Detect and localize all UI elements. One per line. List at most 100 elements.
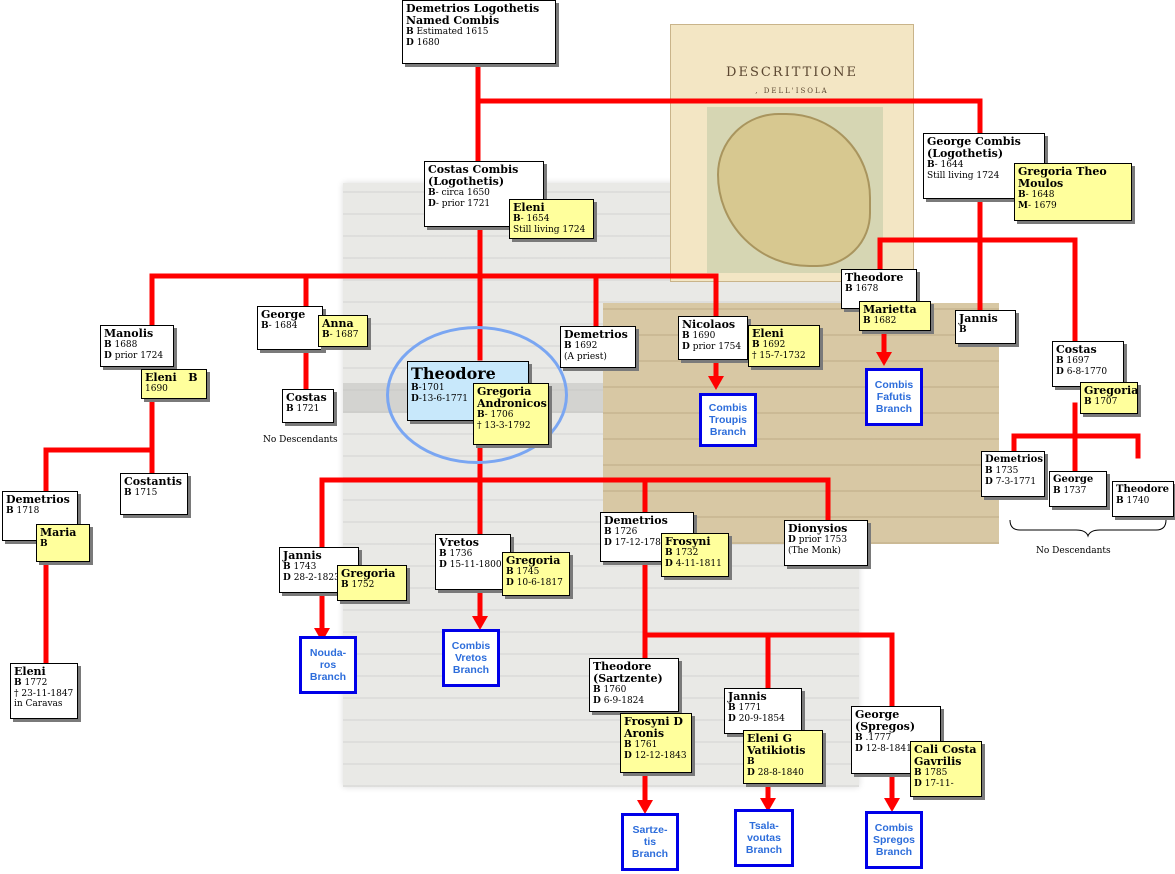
person-costas-1721[interactable]: Costas B 1721	[282, 389, 334, 423]
person-name: George	[855, 708, 900, 721]
person-name: Gregoria	[506, 554, 561, 567]
person-eleni-1654[interactable]: Eleni B- 1654 Still living 1724	[509, 199, 594, 239]
person-gregoria-1707[interactable]: Gregoria B 1707	[1080, 382, 1138, 414]
person-name: Frosyni D	[624, 715, 683, 728]
branch-combis-spregos[interactable]: Combis Spregos Branch	[865, 811, 923, 869]
person-name: Theodore	[845, 271, 904, 284]
person-manolis[interactable]: Manolis B 1688 D prior 1724	[100, 325, 174, 367]
person-costantis[interactable]: Costantis B 1715	[120, 473, 188, 515]
person-name-2: Aronis	[624, 727, 665, 740]
person-name: Demetrios	[6, 493, 70, 506]
person-name: Gregoria	[1084, 384, 1139, 397]
arrow-fafutis	[876, 352, 892, 366]
person-gregoria-1752[interactable]: Gregoria B 1752	[337, 565, 407, 601]
person-gregoria-andronicos[interactable]: Gregoria Andronicos B- 1706 † 13-3-1792	[473, 383, 549, 445]
person-name: Marietta	[863, 303, 917, 316]
person-name-2: Gavrilis	[914, 755, 962, 768]
person-george-1737[interactable]: George B 1737	[1049, 471, 1107, 507]
person-eleni-vatikiotis[interactable]: Eleni G Vatikiotis B D 28-8-1840	[743, 730, 823, 784]
person-frosyni-1732[interactable]: Frosyni B 1732 D 4-11-1811	[661, 533, 729, 577]
person-eleni-1772[interactable]: Eleni B 1772 † 23-11-1847 in Caravas	[10, 663, 78, 719]
person-gregoria-theo-moulos[interactable]: Gregoria Theo Moulos B- 1648 M- 1679	[1014, 163, 1132, 221]
person-jannis[interactable]: Jannis B	[955, 310, 1016, 344]
person-eleni-1690[interactable]: Eleni B 1690	[141, 369, 207, 399]
person-name: Eleni	[513, 201, 545, 214]
no-descendants-note-2: No Descendants	[1036, 546, 1111, 556]
person-nicolaos[interactable]: Nicolaos B 1690 D prior 1754	[678, 316, 748, 360]
person-name: George	[1053, 474, 1094, 485]
branch-combis-troupis[interactable]: Combis Troupis Branch	[699, 393, 757, 447]
person-demetrios-logothetis[interactable]: Demetrios Logothetis Named Combis B Esti…	[402, 0, 556, 64]
person-name: Gregoria	[477, 385, 532, 398]
arrow-vretos	[472, 616, 488, 630]
person-name: Demetrios	[985, 454, 1043, 465]
arrow-tsalavoutas	[760, 798, 776, 812]
person-name: Theodore	[593, 660, 652, 673]
person-name: Costas Combis	[428, 163, 519, 176]
person-name: Gregoria	[341, 567, 396, 580]
no-descendants-note: No Descendants	[263, 435, 338, 445]
person-name: Jannis	[959, 312, 998, 325]
arrow-spregos	[884, 798, 900, 812]
person-gregoria-1745[interactable]: Gregoria B 1745 D 10-6-1817	[502, 552, 570, 596]
person-name: Eleni	[752, 327, 784, 340]
person-name-2: (Logothetis)	[927, 147, 1004, 160]
map-subtitle: , DELL'ISOLA	[755, 87, 829, 95]
person-george-1684[interactable]: George B- 1684	[257, 306, 323, 350]
person-name: Demetrios	[564, 328, 628, 341]
person-vretos[interactable]: Vretos B 1736 D 15-11-1800	[435, 534, 511, 590]
person-name: Theodore	[1116, 484, 1170, 495]
branch-sartzetis[interactable]: Sartze- tis Branch	[621, 813, 679, 871]
person-maria[interactable]: Maria B	[36, 524, 90, 562]
branch-label: Sartze- tis Branch	[631, 824, 669, 860]
person-name-2: Vatikiotis	[747, 744, 806, 757]
branch-tsalavoutas[interactable]: Tsala- voutas Branch	[734, 809, 794, 867]
branch-label: Nouda- ros Branch	[309, 647, 347, 683]
branch-label: Combis Vretos Branch	[451, 640, 491, 676]
person-name: George Combis	[927, 135, 1021, 148]
arrow-troupis	[708, 376, 724, 390]
person-jannis-1771[interactable]: Jannis B 1771 D 20-9-1854	[724, 688, 802, 734]
branch-noudaros[interactable]: Nouda- ros Branch	[299, 636, 357, 694]
person-name: Costas	[286, 391, 327, 404]
branch-label: Combis Troupis Branch	[708, 402, 748, 438]
person-name: Dionysios	[788, 522, 848, 535]
person-demetrios-priest[interactable]: Demetrios B 1692 (A priest)	[560, 326, 636, 368]
person-costas-1697[interactable]: Costas B 1697 D 6-8-1770	[1052, 341, 1124, 387]
person-demetrios-1735[interactable]: Demetrios B 1735 D 7-3-1771	[981, 451, 1045, 497]
person-name: Demetrios Logothetis	[406, 2, 540, 15]
branch-label: Combis Fafutis Branch	[874, 379, 914, 415]
person-name: Nicolaos	[682, 318, 736, 331]
person-name: Frosyni	[665, 535, 711, 548]
person-name-2: (Logothetis)	[428, 175, 505, 188]
person-name: Demetrios	[604, 514, 668, 527]
map-title: DESCRITTIONE	[726, 65, 858, 80]
person-name-2: Named Combis	[406, 14, 500, 27]
person-eleni-1692[interactable]: Eleni B 1692 † 15-7-1732	[748, 325, 820, 367]
highlight-ring	[386, 326, 568, 464]
person-theodore-sartzente[interactable]: Theodore (Sartzente) B 1760 D 6-9-1824	[589, 658, 679, 712]
person-marietta[interactable]: Marietta B 1682	[859, 301, 931, 331]
brace-no-descendants	[1009, 519, 1167, 538]
person-name: Theodore	[411, 364, 496, 383]
person-name-2: Andronicos	[477, 397, 547, 410]
person-anna[interactable]: Anna B- 1687	[318, 315, 368, 347]
person-name: Manolis	[104, 327, 154, 340]
person-cali-costa-gavrilis[interactable]: Cali Costa Gavrilis B 1785 D 17-11-	[910, 741, 982, 797]
person-name: Costas	[1056, 343, 1097, 356]
person-dionysios[interactable]: Dionysios D prior 1753 (The Monk)	[784, 520, 868, 566]
person-frosyni-aronis[interactable]: Frosyni D Aronis B 1761 D 12-12-1843	[620, 713, 692, 773]
branch-combis-vretos[interactable]: Combis Vretos Branch	[442, 629, 500, 687]
person-theodore-1740[interactable]: Theodore B 1740	[1112, 481, 1174, 517]
person-name-2: (Sartzente)	[593, 672, 663, 685]
person-name-2: Moulos	[1018, 177, 1064, 190]
person-name: Costantis	[124, 475, 182, 488]
person-name: Jannis	[283, 549, 322, 562]
person-name: Cali Costa	[914, 743, 977, 756]
branch-combis-fafutis[interactable]: Combis Fafutis Branch	[865, 368, 923, 426]
person-name: Eleni	[14, 665, 46, 678]
map-page-image: DESCRITTIONE , DELL'ISOLA	[670, 24, 914, 282]
person-name: Maria	[40, 526, 77, 539]
person-name: Gregoria Theo	[1018, 165, 1107, 178]
